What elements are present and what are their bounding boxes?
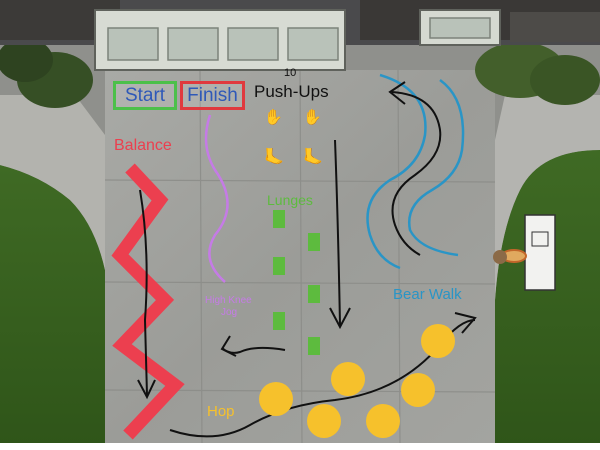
hop-circles	[259, 324, 455, 438]
balance-zigzag	[111, 163, 185, 440]
high-knee-label-line1: High Knee	[205, 295, 252, 306]
start-label: Start	[124, 84, 166, 106]
pushups-label: Push-Ups	[254, 82, 329, 101]
lunges-label: Lunges	[267, 192, 313, 208]
lunge-marks	[273, 210, 320, 355]
basketball-hoop	[493, 214, 556, 291]
high-knee-wave	[204, 114, 229, 283]
hand-icon-right: ✋	[303, 109, 322, 126]
pushups-count: 10	[284, 67, 297, 79]
bear-walk-curve-1	[366, 73, 427, 270]
bear-walk-arrow	[391, 91, 442, 256]
foot-icon-right: 🦶	[303, 149, 323, 166]
bear-walk-curve-2	[408, 78, 465, 257]
finish-box: Finish	[180, 81, 245, 110]
start-box: Start	[113, 81, 177, 110]
high-knee-arrow	[221, 346, 286, 354]
hand-icon-left: ✋	[264, 109, 283, 126]
lunges-arrow	[334, 139, 341, 326]
bottom-margin	[0, 443, 600, 450]
bear-walk-label: Bear Walk	[393, 286, 462, 303]
hop-label: Hop	[207, 403, 235, 420]
right-lawn	[495, 150, 600, 445]
finish-label: Finish	[187, 84, 238, 106]
left-lawn	[0, 165, 105, 445]
foot-icon-left: 🦶	[264, 149, 284, 166]
balance-label: Balance	[114, 137, 172, 154]
balance-arrow	[139, 189, 148, 396]
high-knee-label-line2: Jog	[221, 307, 238, 318]
